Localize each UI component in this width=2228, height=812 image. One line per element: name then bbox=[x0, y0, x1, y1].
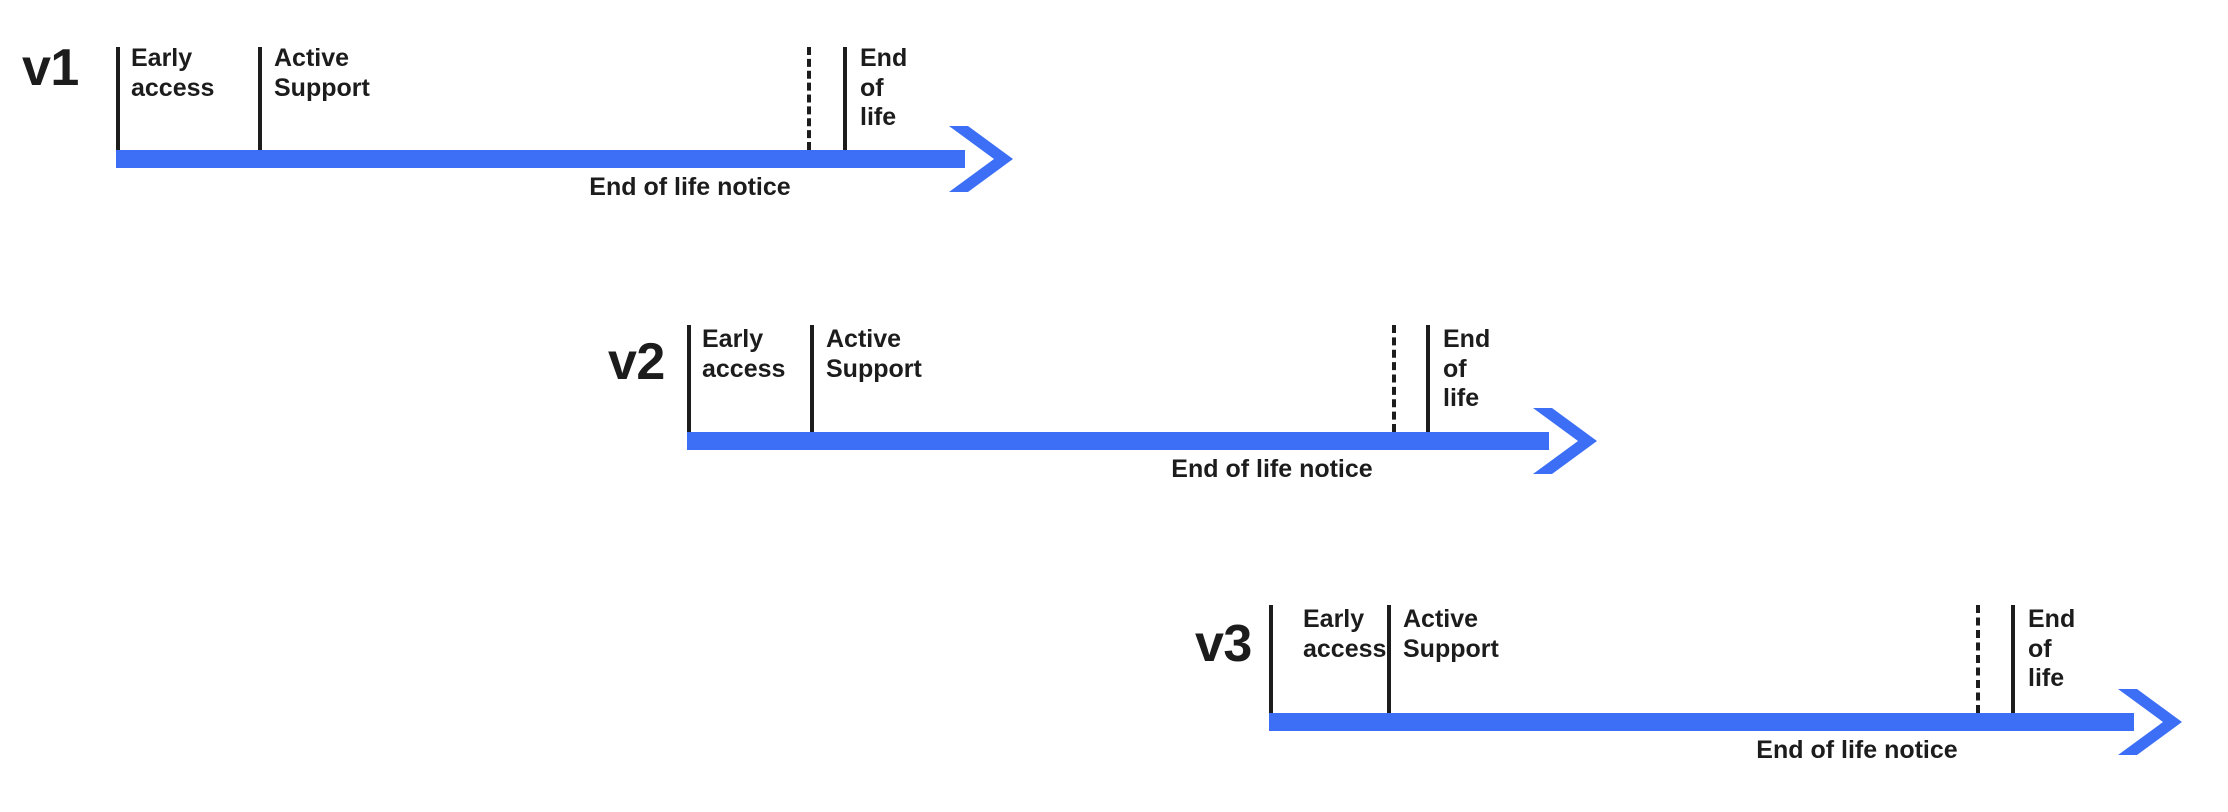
timeline-bar-v3 bbox=[1269, 713, 2134, 731]
divider-end-of-life-notice-marker-v2 bbox=[1392, 325, 1396, 432]
divider-early-access-start-v1 bbox=[116, 47, 120, 150]
divider-end-of-life-notice-marker-v3 bbox=[1976, 605, 1980, 713]
timeline-bar-v2 bbox=[687, 432, 1549, 450]
phase-label-end-of-life-v3: End of life bbox=[2028, 605, 2076, 692]
timeline-arrow-v2 bbox=[687, 408, 1597, 474]
divider-end-of-life-start-v2 bbox=[1426, 325, 1430, 432]
end-of-life-notice-label-v2: End of life notice bbox=[1171, 455, 1373, 483]
timeline-bar-v1 bbox=[116, 150, 965, 168]
divider-active-support-start-v2 bbox=[810, 325, 814, 432]
divider-end-of-life-start-v3 bbox=[2011, 605, 2015, 713]
divider-early-access-start-v2 bbox=[687, 325, 691, 432]
phase-label-end-of-life-v2: End of life bbox=[1443, 325, 1491, 412]
divider-active-support-start-v1 bbox=[258, 47, 262, 150]
timeline-arrow-v1 bbox=[116, 126, 1013, 192]
version-label-v3: v3 bbox=[1195, 615, 1252, 673]
version-label-v2: v2 bbox=[608, 333, 665, 391]
timeline-arrowhead-v2 bbox=[1533, 408, 1597, 474]
divider-active-support-start-v3 bbox=[1387, 605, 1391, 713]
phase-label-early-access-v1: Early access bbox=[131, 44, 215, 102]
phase-label-early-access-v2: Early access bbox=[702, 325, 786, 383]
timeline-arrowhead-v1 bbox=[949, 126, 1013, 192]
phase-label-active-support-v2: Active Support bbox=[826, 325, 922, 383]
version-label-v1: v1 bbox=[22, 39, 79, 97]
timeline-arrow-v3 bbox=[1269, 689, 2182, 755]
divider-end-of-life-notice-marker-v1 bbox=[807, 47, 811, 150]
end-of-life-notice-label-v3: End of life notice bbox=[1756, 736, 1958, 764]
phase-label-active-support-v3: Active Support bbox=[1403, 605, 1499, 663]
divider-end-of-life-start-v1 bbox=[843, 47, 847, 150]
timeline-arrowhead-v3 bbox=[2118, 689, 2182, 755]
phase-label-early-access-v3: Early access bbox=[1303, 605, 1387, 663]
phase-label-end-of-life-v1: End of life bbox=[860, 44, 908, 131]
divider-early-access-start-v3 bbox=[1269, 605, 1273, 713]
phase-label-active-support-v1: Active Support bbox=[274, 44, 370, 102]
end-of-life-notice-label-v1: End of life notice bbox=[589, 173, 791, 201]
